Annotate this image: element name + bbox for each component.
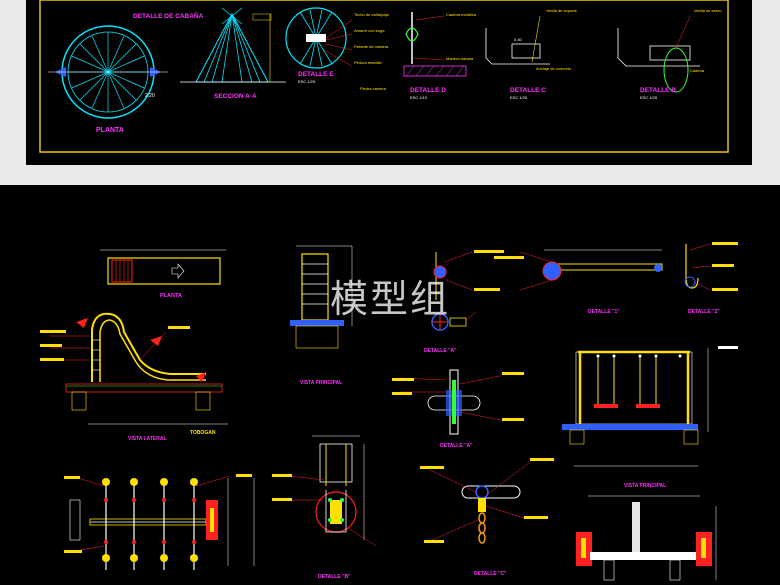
detalle-b-post-drawing bbox=[289, 435, 377, 547]
watermark-text: 模型组 bbox=[330, 277, 451, 321]
detalle-b-scale: ESC 1/25 bbox=[640, 95, 658, 100]
cabana-section-teepee bbox=[180, 7, 286, 83]
tobogan-side-view bbox=[50, 312, 228, 425]
detalle-b-label-bottom: DETALLE "B" bbox=[318, 574, 351, 580]
svg-text:Cadena metálica: Cadena metálica bbox=[446, 12, 477, 17]
planta-label-top: PLANTA bbox=[96, 127, 124, 134]
detalle-cabana-label: DETALLE DE CABAÑA bbox=[133, 11, 204, 20]
svg-text:2,20: 2,20 bbox=[145, 93, 155, 99]
seccion-aa-label: SECCION A-A bbox=[214, 93, 257, 100]
svg-text:Varilla de acero: Varilla de acero bbox=[694, 8, 722, 13]
climbing-frame-plan-view bbox=[69, 475, 255, 570]
detalle-c-scale: ESC 1/25 bbox=[510, 95, 528, 100]
annotation-callouts bbox=[40, 242, 738, 553]
svg-text:0.40: 0.40 bbox=[514, 37, 523, 42]
tobogan-plan-view bbox=[100, 249, 226, 285]
tobogan-label: TOBOGAN bbox=[190, 430, 216, 436]
detalle-d-scale: ESC 1/10 bbox=[410, 95, 428, 100]
detalle-b-drawing: Varilla de acero Cadena bbox=[617, 8, 722, 93]
vista-principal-2-label: VISTA PRINCIPAL bbox=[624, 483, 666, 489]
detalle-a-top-drawing bbox=[431, 251, 477, 331]
detalle-c-chain-drawing bbox=[429, 461, 531, 544]
vista-lateral-label: VISTA LATERAL bbox=[128, 436, 167, 442]
svg-text:Varilla de soporte: Varilla de soporte bbox=[546, 8, 578, 13]
svg-text:Piedra cantera: Piedra cantera bbox=[360, 86, 387, 91]
cabana-plan-view: 2,20 bbox=[48, 25, 168, 119]
detalle-d-drawing: Cadena metálica Madera tratada Piedra ca… bbox=[360, 12, 477, 91]
svg-text:Anclaje de concreto: Anclaje de concreto bbox=[536, 66, 572, 71]
detalle-e-label: DETALLE E bbox=[298, 71, 334, 78]
bar-frame-front-view bbox=[576, 495, 717, 581]
detalle-2-drawing bbox=[684, 243, 711, 291]
svg-text:Amarre con soga: Amarre con soga bbox=[354, 28, 385, 33]
detalle-1-drawing bbox=[519, 249, 663, 291]
detalle-e-scale: ESC 1/25 bbox=[298, 79, 316, 84]
detalle-c-label-bottom: DETALLE "C" bbox=[474, 571, 507, 577]
svg-text:Parante de madera: Parante de madera bbox=[354, 44, 389, 49]
detalle-e-drawing: Techo de caña/paja Amarre con soga Paran… bbox=[285, 7, 389, 69]
detalle-c-label: DETALLE C bbox=[510, 87, 546, 94]
svg-text:Pintura esmalte: Pintura esmalte bbox=[354, 60, 383, 65]
planta-label-bottom: PLANTA bbox=[160, 293, 182, 299]
vista-principal-label: VISTA PRINCIPAL bbox=[300, 380, 342, 386]
detalle-1-label: DETALLE "1" bbox=[588, 309, 620, 315]
bottom-drawing-sheet bbox=[0, 185, 780, 585]
svg-text:Techo de caña/paja: Techo de caña/paja bbox=[354, 12, 389, 17]
top-sheet-frame bbox=[39, 0, 729, 153]
ladder-front-view bbox=[290, 245, 353, 349]
svg-text:Cadena: Cadena bbox=[690, 68, 705, 73]
swing-set-front-view bbox=[562, 348, 709, 467]
detalle-a1-label: DETALLE "A" bbox=[440, 443, 473, 449]
detalle-a-bolt-drawing bbox=[399, 369, 501, 435]
detalle-b-label-top: DETALLE B bbox=[640, 87, 676, 94]
detalle-d-label: DETALLE D bbox=[410, 87, 446, 94]
svg-text:Madera tratada: Madera tratada bbox=[446, 56, 474, 61]
detalle-a-label: DETALLE "A" bbox=[424, 348, 457, 354]
detalle-2-label: DETALLE "2" bbox=[688, 309, 720, 315]
detalle-c-drawing: 0.40 Varilla de soporte Anclaje de concr… bbox=[485, 8, 578, 71]
